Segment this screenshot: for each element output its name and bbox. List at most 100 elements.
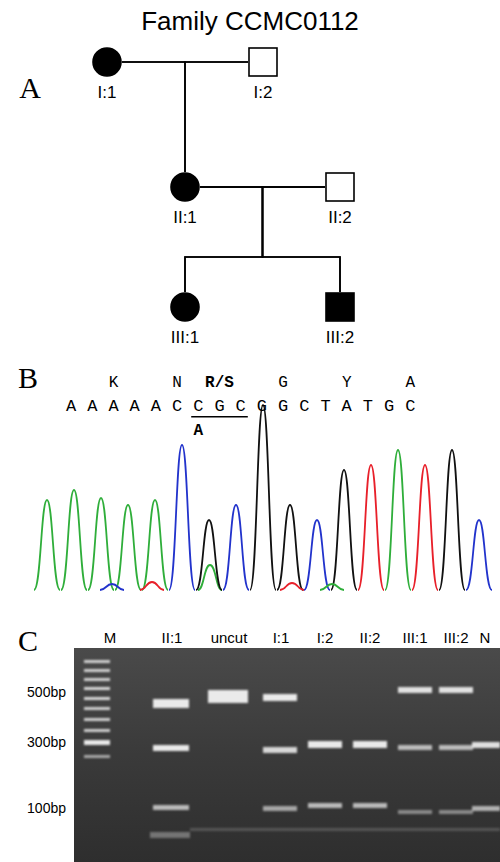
panel-letter: A <box>19 71 41 106</box>
gel-band <box>439 810 473 814</box>
descent-line <box>122 62 185 172</box>
unaffected-individual: I:2 <box>248 47 278 77</box>
gel-bands <box>84 660 500 838</box>
individual-label: II:2 <box>328 208 352 228</box>
lane-label: III:1 <box>402 629 427 646</box>
gel-band <box>398 687 432 693</box>
lane-label: III:2 <box>443 629 468 646</box>
codon-underline <box>191 416 248 418</box>
pedigree-symbol <box>326 173 354 201</box>
trace-peak <box>115 505 141 590</box>
dna-sequence: AAAAACCGCGGCTATGC <box>66 397 426 417</box>
lane-label: M <box>104 629 117 646</box>
amino-acid: K <box>109 374 119 392</box>
size-marker: 100bp <box>27 800 66 816</box>
pedigree-symbol <box>93 48 121 76</box>
gel-band <box>263 747 297 753</box>
pedigree-circle <box>170 292 200 322</box>
gel-band <box>84 660 110 663</box>
trace-peak <box>250 405 276 590</box>
lane-label: II:2 <box>360 629 381 646</box>
trace-peak <box>320 584 344 590</box>
pedigree-square <box>325 172 355 202</box>
mutant-base: A <box>193 422 203 440</box>
trace-peak <box>358 465 384 590</box>
pedigree-symbol <box>249 48 277 76</box>
descent-line <box>185 62 248 172</box>
chromatogram-trace <box>34 405 492 590</box>
gel-band <box>153 745 189 751</box>
gel-band <box>439 687 473 693</box>
amino-acid: G <box>278 374 288 392</box>
amino-acid: A <box>406 374 416 392</box>
panel-letter: B <box>18 361 38 396</box>
size-marker: 300bp <box>27 734 66 750</box>
individual-label: III:1 <box>171 328 199 348</box>
descent-line <box>185 187 263 292</box>
descent-line <box>185 187 325 292</box>
gel-band <box>84 687 110 690</box>
lane-label: uncut <box>211 629 248 646</box>
affected-individual: III:1 <box>170 292 200 322</box>
figure-title: Family CCMC0112 <box>141 7 359 37</box>
pedigree-symbol <box>326 293 354 321</box>
gel-band <box>263 806 297 811</box>
gel-band <box>84 740 110 745</box>
individual-label: I:1 <box>98 83 117 103</box>
trace-peak <box>169 445 195 590</box>
gel-band <box>439 745 473 750</box>
trace-peak <box>277 505 303 590</box>
gel-band <box>150 832 190 838</box>
gel-band <box>308 803 342 808</box>
lane-label: I:2 <box>317 629 334 646</box>
amino-acid: Y <box>342 374 352 392</box>
gel-band <box>153 805 189 810</box>
size-marker: 500bp <box>27 684 66 700</box>
affected-individual: III:2 <box>325 292 355 322</box>
trace-peak <box>466 520 492 590</box>
gel-band <box>84 718 110 721</box>
gel-band <box>353 803 387 808</box>
trace-peak <box>304 520 330 590</box>
lane-label: N <box>480 629 491 646</box>
gel-band <box>398 745 432 750</box>
gel-band <box>308 741 342 748</box>
trace-peak <box>61 490 87 590</box>
lane-label: II:1 <box>162 629 183 646</box>
pedigree-symbol <box>171 173 199 201</box>
trace-peak <box>331 470 357 590</box>
trace-peak <box>100 584 124 590</box>
trace-peak <box>140 582 164 590</box>
pedigree-square <box>325 292 355 322</box>
gel-band <box>84 678 110 681</box>
amino-acid-change: R/S <box>205 374 234 392</box>
trace-peak <box>142 500 168 590</box>
gel-band <box>153 699 189 708</box>
gel-band <box>84 729 110 732</box>
trace-peak <box>223 505 249 590</box>
pedigree-symbol <box>171 293 199 321</box>
gel-band <box>84 697 110 700</box>
trace-peak <box>34 500 60 590</box>
lane-label: I:1 <box>273 629 290 646</box>
gel-band <box>398 810 432 814</box>
gel-band <box>190 828 500 831</box>
amino-acid: N <box>172 374 182 392</box>
gel-band <box>472 742 500 748</box>
unaffected-individual: II:2 <box>325 172 355 202</box>
gel-band <box>84 669 110 672</box>
trace-peak <box>88 498 114 590</box>
gel-band <box>208 690 248 703</box>
descent-line <box>263 187 341 292</box>
pedigree-square <box>248 47 278 77</box>
gel-band <box>472 806 500 811</box>
gel-background <box>74 648 500 862</box>
individual-label: I:2 <box>254 83 273 103</box>
trace-peak <box>280 583 304 590</box>
descent-line <box>200 187 340 292</box>
trace-peak <box>412 465 438 590</box>
trace-peak <box>196 520 222 590</box>
pedigree-circle <box>170 172 200 202</box>
